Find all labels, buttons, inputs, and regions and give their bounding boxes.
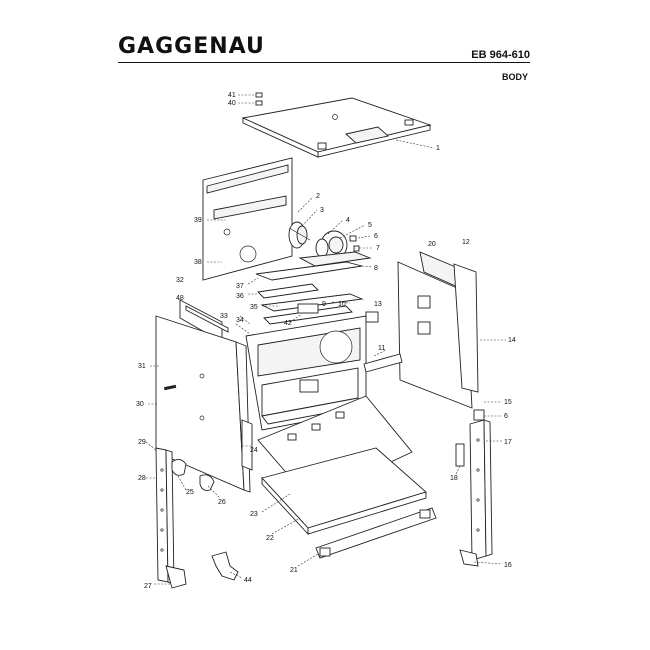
callout-27: 27: [144, 583, 152, 590]
part-top-cover: [241, 97, 432, 158]
part-cavity-top: [260, 293, 379, 325]
callout-20: 20: [428, 241, 436, 248]
callout-36: 36: [236, 293, 244, 300]
part-oven-cavity: [245, 315, 367, 431]
callout-39: 39: [194, 217, 202, 224]
part-front-base-strip: [315, 507, 437, 559]
callout-41: 41: [228, 92, 236, 99]
callout-31: 31: [138, 363, 146, 370]
callout-30: 30: [136, 401, 144, 408]
part-left-rail: [155, 447, 187, 589]
leader-lines: [145, 94, 506, 585]
part-right-rail: [459, 409, 493, 567]
callout-2: 2: [316, 193, 320, 200]
callout-8: 8: [374, 265, 378, 272]
callout-1: 1: [436, 145, 440, 152]
callout-18: 18: [450, 475, 458, 482]
callout-16: 16: [504, 562, 512, 569]
part-bottom-bar: [363, 353, 403, 373]
callout-28: 28: [138, 475, 146, 482]
callout-32: 32: [176, 277, 184, 284]
callout-29: 29: [138, 439, 146, 446]
callout-23: 23: [250, 511, 258, 518]
part-side-strip: [241, 419, 253, 471]
callout-25: 25: [186, 489, 194, 496]
header-rule: [118, 62, 530, 63]
callout-42: 42: [284, 320, 292, 327]
callout-9: 9: [322, 301, 326, 308]
callout-37: 37: [236, 283, 244, 290]
callout-35: 35: [250, 304, 258, 311]
callout-11: 11: [378, 345, 385, 352]
callout-6: 6: [374, 233, 378, 240]
callout-10: 10: [338, 301, 346, 308]
part-clip-44: [211, 551, 239, 581]
part-right-side-panel: [397, 251, 479, 409]
callout-15: 15: [504, 399, 512, 406]
callout-34: 34: [236, 317, 244, 324]
callout-3: 3: [320, 207, 324, 214]
callout-48: 48: [176, 295, 184, 302]
part-fan-motor: [288, 221, 311, 249]
callout-24: 24: [250, 447, 258, 454]
callout-12: 12: [462, 239, 470, 246]
part-hinge-25: [171, 459, 187, 476]
callout-33: 33: [220, 313, 228, 320]
section-title: BODY: [501, 72, 528, 82]
part-front-frame-top: [179, 299, 229, 343]
model-number: EB 964-610: [471, 49, 530, 61]
callout-6b: 6: [504, 413, 508, 420]
part-bracket-18: [455, 443, 465, 467]
part-screws-40-41: [255, 92, 263, 106]
callout-17: 17: [504, 439, 512, 446]
callout-38: 38: [194, 259, 202, 266]
callout-5: 5: [368, 222, 372, 229]
part-hinge-26: [199, 474, 215, 491]
callout-21: 21: [290, 567, 298, 574]
callout-40: 40: [228, 100, 236, 107]
brand-logo: GAGGENAU: [118, 34, 265, 59]
callout-22: 22: [266, 535, 274, 542]
part-rear-panel: [202, 157, 293, 281]
callout-13: 13: [374, 301, 382, 308]
callout-7: 7: [376, 245, 380, 252]
part-base-plate: [261, 447, 427, 536]
part-nut-washer: [349, 235, 360, 252]
callout-14: 14: [508, 337, 516, 344]
callout-labels: 41 40 1 39 2 3 4 5 6 7 38 8 37 36 20 12 …: [136, 92, 516, 590]
callout-44: 44: [244, 577, 252, 584]
callout-4: 4: [346, 217, 350, 224]
callout-26: 26: [218, 499, 226, 506]
